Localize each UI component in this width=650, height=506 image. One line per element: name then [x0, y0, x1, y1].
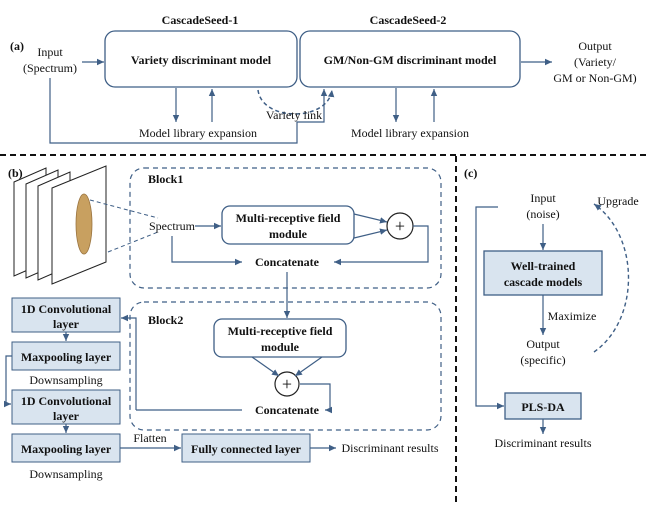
- output-label-line3: GM or Non-GM): [553, 71, 636, 85]
- conv2-label-line2: layer: [53, 409, 80, 423]
- image-to-spectrum-line2: [107, 231, 159, 253]
- image-to-spectrum-line1: [89, 199, 159, 219]
- library1-label: Model library expansion: [139, 126, 257, 140]
- output-specific-line1: Output: [526, 337, 560, 351]
- gm-model-box: [299, 30, 521, 88]
- output-label-line2: (Variety/: [574, 55, 617, 69]
- concat1-label: Concatenate: [255, 255, 320, 269]
- mrf2-to-add-arrow-right: [294, 356, 323, 377]
- concat2-to-conv1-path: [121, 314, 137, 410]
- add2-to-concat2-path: [300, 383, 332, 414]
- mrf1-box: [221, 205, 355, 245]
- pool1-label: Maxpooling layer: [21, 350, 112, 364]
- mrf1-label-line1: Multi-receptive field: [236, 211, 341, 225]
- input-noise-line1: Input: [530, 191, 556, 205]
- conv2-box: [11, 389, 121, 425]
- plsda-box: [504, 392, 582, 420]
- panel-a-label: (a): [10, 39, 24, 53]
- output-specific-line2: (specific): [520, 353, 565, 367]
- variety-link-label: Variety link: [266, 108, 322, 122]
- results-b-label: Discriminant results: [342, 441, 439, 455]
- mrf1-to-add-arrow-upper: [353, 213, 388, 224]
- conv1-box: [11, 297, 121, 333]
- input-to-plsda-path: [475, 206, 504, 410]
- plsda-label: PLS-DA: [521, 400, 565, 414]
- block2-label: Block2: [148, 313, 183, 327]
- fc-box: [181, 433, 311, 463]
- spectrum-label: Spectrum: [149, 219, 196, 233]
- variety-link-arc: [257, 89, 335, 115]
- output-label-line1: Output: [578, 39, 612, 53]
- fc-label: Fully connected layer: [191, 442, 302, 456]
- mrf2-box: [213, 318, 347, 358]
- mrf2-label-line2: module: [261, 340, 300, 354]
- upgrade-label: Upgrade: [597, 194, 638, 208]
- concat2-label: Concatenate: [255, 403, 320, 417]
- library2-label: Model library expansion: [351, 126, 469, 140]
- mrf1-label-line2: module: [269, 227, 308, 241]
- conv1-label-line2: layer: [53, 317, 80, 331]
- panel-b-label: (b): [8, 166, 23, 180]
- input-label-line2: (Spectrum): [23, 61, 77, 75]
- block2-frame: [129, 301, 442, 431]
- flatten-label: Flatten: [133, 431, 166, 445]
- down2-label: Downsampling: [29, 467, 102, 481]
- panel-c: (c) Input (noise) Upgrade Well-trained c…: [464, 166, 639, 450]
- input-feed-path: [49, 78, 328, 144]
- block1-frame: [129, 167, 442, 289]
- cascadeseed-2-title: CascadeSeed-2: [370, 13, 447, 27]
- results-c-label: Discriminant results: [495, 436, 592, 450]
- spectrum-to-concat1-path: [171, 236, 242, 266]
- maximize-label: Maximize: [548, 309, 597, 323]
- add2-plus: +: [282, 374, 292, 394]
- panel-a: (a) Input (Spectrum) CascadeSeed-1 Casca…: [10, 13, 637, 144]
- pool2-label: Maxpooling layer: [21, 442, 112, 456]
- upgrade-arc: [593, 203, 630, 353]
- block1-label: Block1: [148, 172, 183, 186]
- conv2-label-line1: 1D Convolutional: [21, 394, 112, 408]
- mrf2-label-line1: Multi-receptive field: [228, 324, 333, 338]
- input-label-line1: Input: [37, 45, 63, 59]
- conv1-label-line1: 1D Convolutional: [21, 302, 112, 316]
- gm-model-label: GM/Non-GM discriminant model: [324, 53, 497, 67]
- panel-b: (b) Block1 Spectrum Multi-receptive fiel…: [4, 165, 442, 481]
- input-noise-line2: (noise): [526, 207, 559, 221]
- add1-to-concat1-path: [334, 225, 429, 266]
- variety-model-box: [104, 30, 298, 88]
- cascade-model-line1: Well-trained: [511, 259, 576, 273]
- variety-model-label: Variety discriminant model: [131, 53, 272, 67]
- cascadeseed-1-title: CascadeSeed-1: [162, 13, 239, 27]
- cascade-model-box: [483, 250, 603, 296]
- seed-image-stack: [13, 165, 107, 285]
- pool1-to-conv2-path: [4, 355, 12, 408]
- mrf1-to-add-arrow-lower: [353, 228, 388, 239]
- down1-label: Downsampling: [29, 373, 102, 387]
- panel-c-label: (c): [464, 166, 477, 180]
- seed-icon: [75, 193, 93, 255]
- add1-plus: +: [395, 216, 405, 236]
- pool1-box: [11, 341, 121, 371]
- add2-circle: [274, 371, 300, 397]
- cascade-model-line2: cascade models: [504, 275, 583, 289]
- mrf2-to-add-arrow-left: [251, 356, 280, 377]
